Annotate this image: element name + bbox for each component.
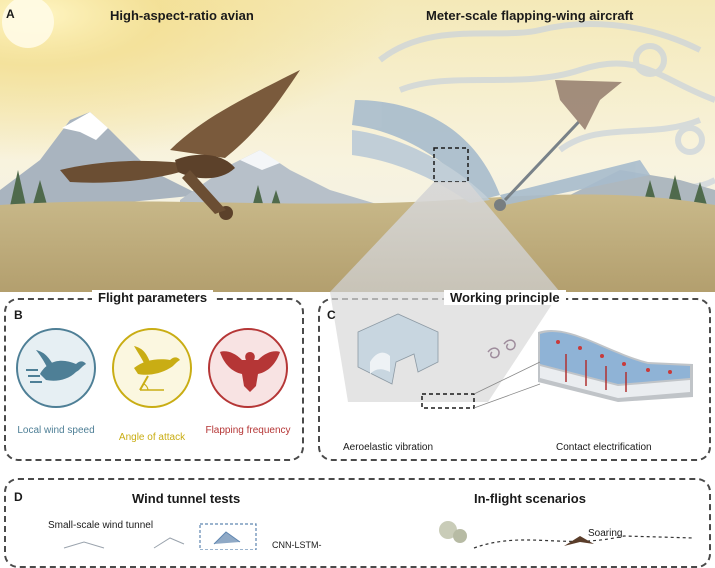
electrification-layers (473, 329, 693, 409)
aeroelastic-film (357, 313, 439, 385)
panel-b-letter: B (14, 308, 23, 322)
zoom-projection-beam (330, 182, 560, 292)
flapping-frequency-label: Flapping frequency (205, 425, 291, 436)
flapping-frequency-circle (208, 328, 288, 408)
panel-a-letter: A (6, 7, 15, 21)
aircraft-title: Meter-scale flapping-wing aircraft (426, 8, 634, 23)
working-principle-title: Working principle (444, 290, 566, 305)
in-flight-title: In-flight scenarios (474, 491, 586, 506)
bird-illustration (60, 70, 300, 220)
vortex-swirls (487, 339, 516, 359)
flight-path (473, 535, 695, 549)
landscape-illustration (0, 0, 715, 292)
working-principle-illustration (330, 292, 693, 409)
avian-title: High-aspect-ratio avian (110, 8, 254, 23)
zoom-marker-c (421, 393, 475, 409)
contact-electrification-caption: Contact electrification (556, 442, 652, 453)
wind-speed-circle (16, 328, 96, 408)
panel-d-letter: D (14, 490, 23, 504)
flight-parameters-title: Flight parameters (92, 290, 214, 305)
angle-of-attack-label: Angle of attack (118, 432, 186, 443)
wind-speed-label: Local wind speed (17, 425, 95, 436)
soaring-label: Soaring (588, 528, 623, 539)
tree-sketch (439, 521, 467, 543)
bird-wind-icon (26, 350, 86, 383)
eagle-flapping-icon (220, 351, 280, 392)
aeroelastic-vibration-caption: Aeroelastic vibration (343, 442, 434, 453)
angle-of-attack-circle (112, 328, 192, 408)
soaring-bird-icon (564, 536, 594, 546)
panel-a-scene: A High-aspect-ratio avian Meter-scale fl… (0, 0, 715, 292)
model-dashed-box (199, 523, 257, 550)
bird-angle-icon (134, 346, 180, 391)
small-wind-tunnel-label: Small-scale wind tunnel (48, 520, 154, 531)
panel-d-sketches (63, 521, 695, 550)
panel-c-letter: C (327, 308, 336, 322)
wind-tunnel-title: Wind tunnel tests (132, 491, 241, 506)
cnn-lstm-label: CNN-LSTM- (272, 540, 322, 550)
